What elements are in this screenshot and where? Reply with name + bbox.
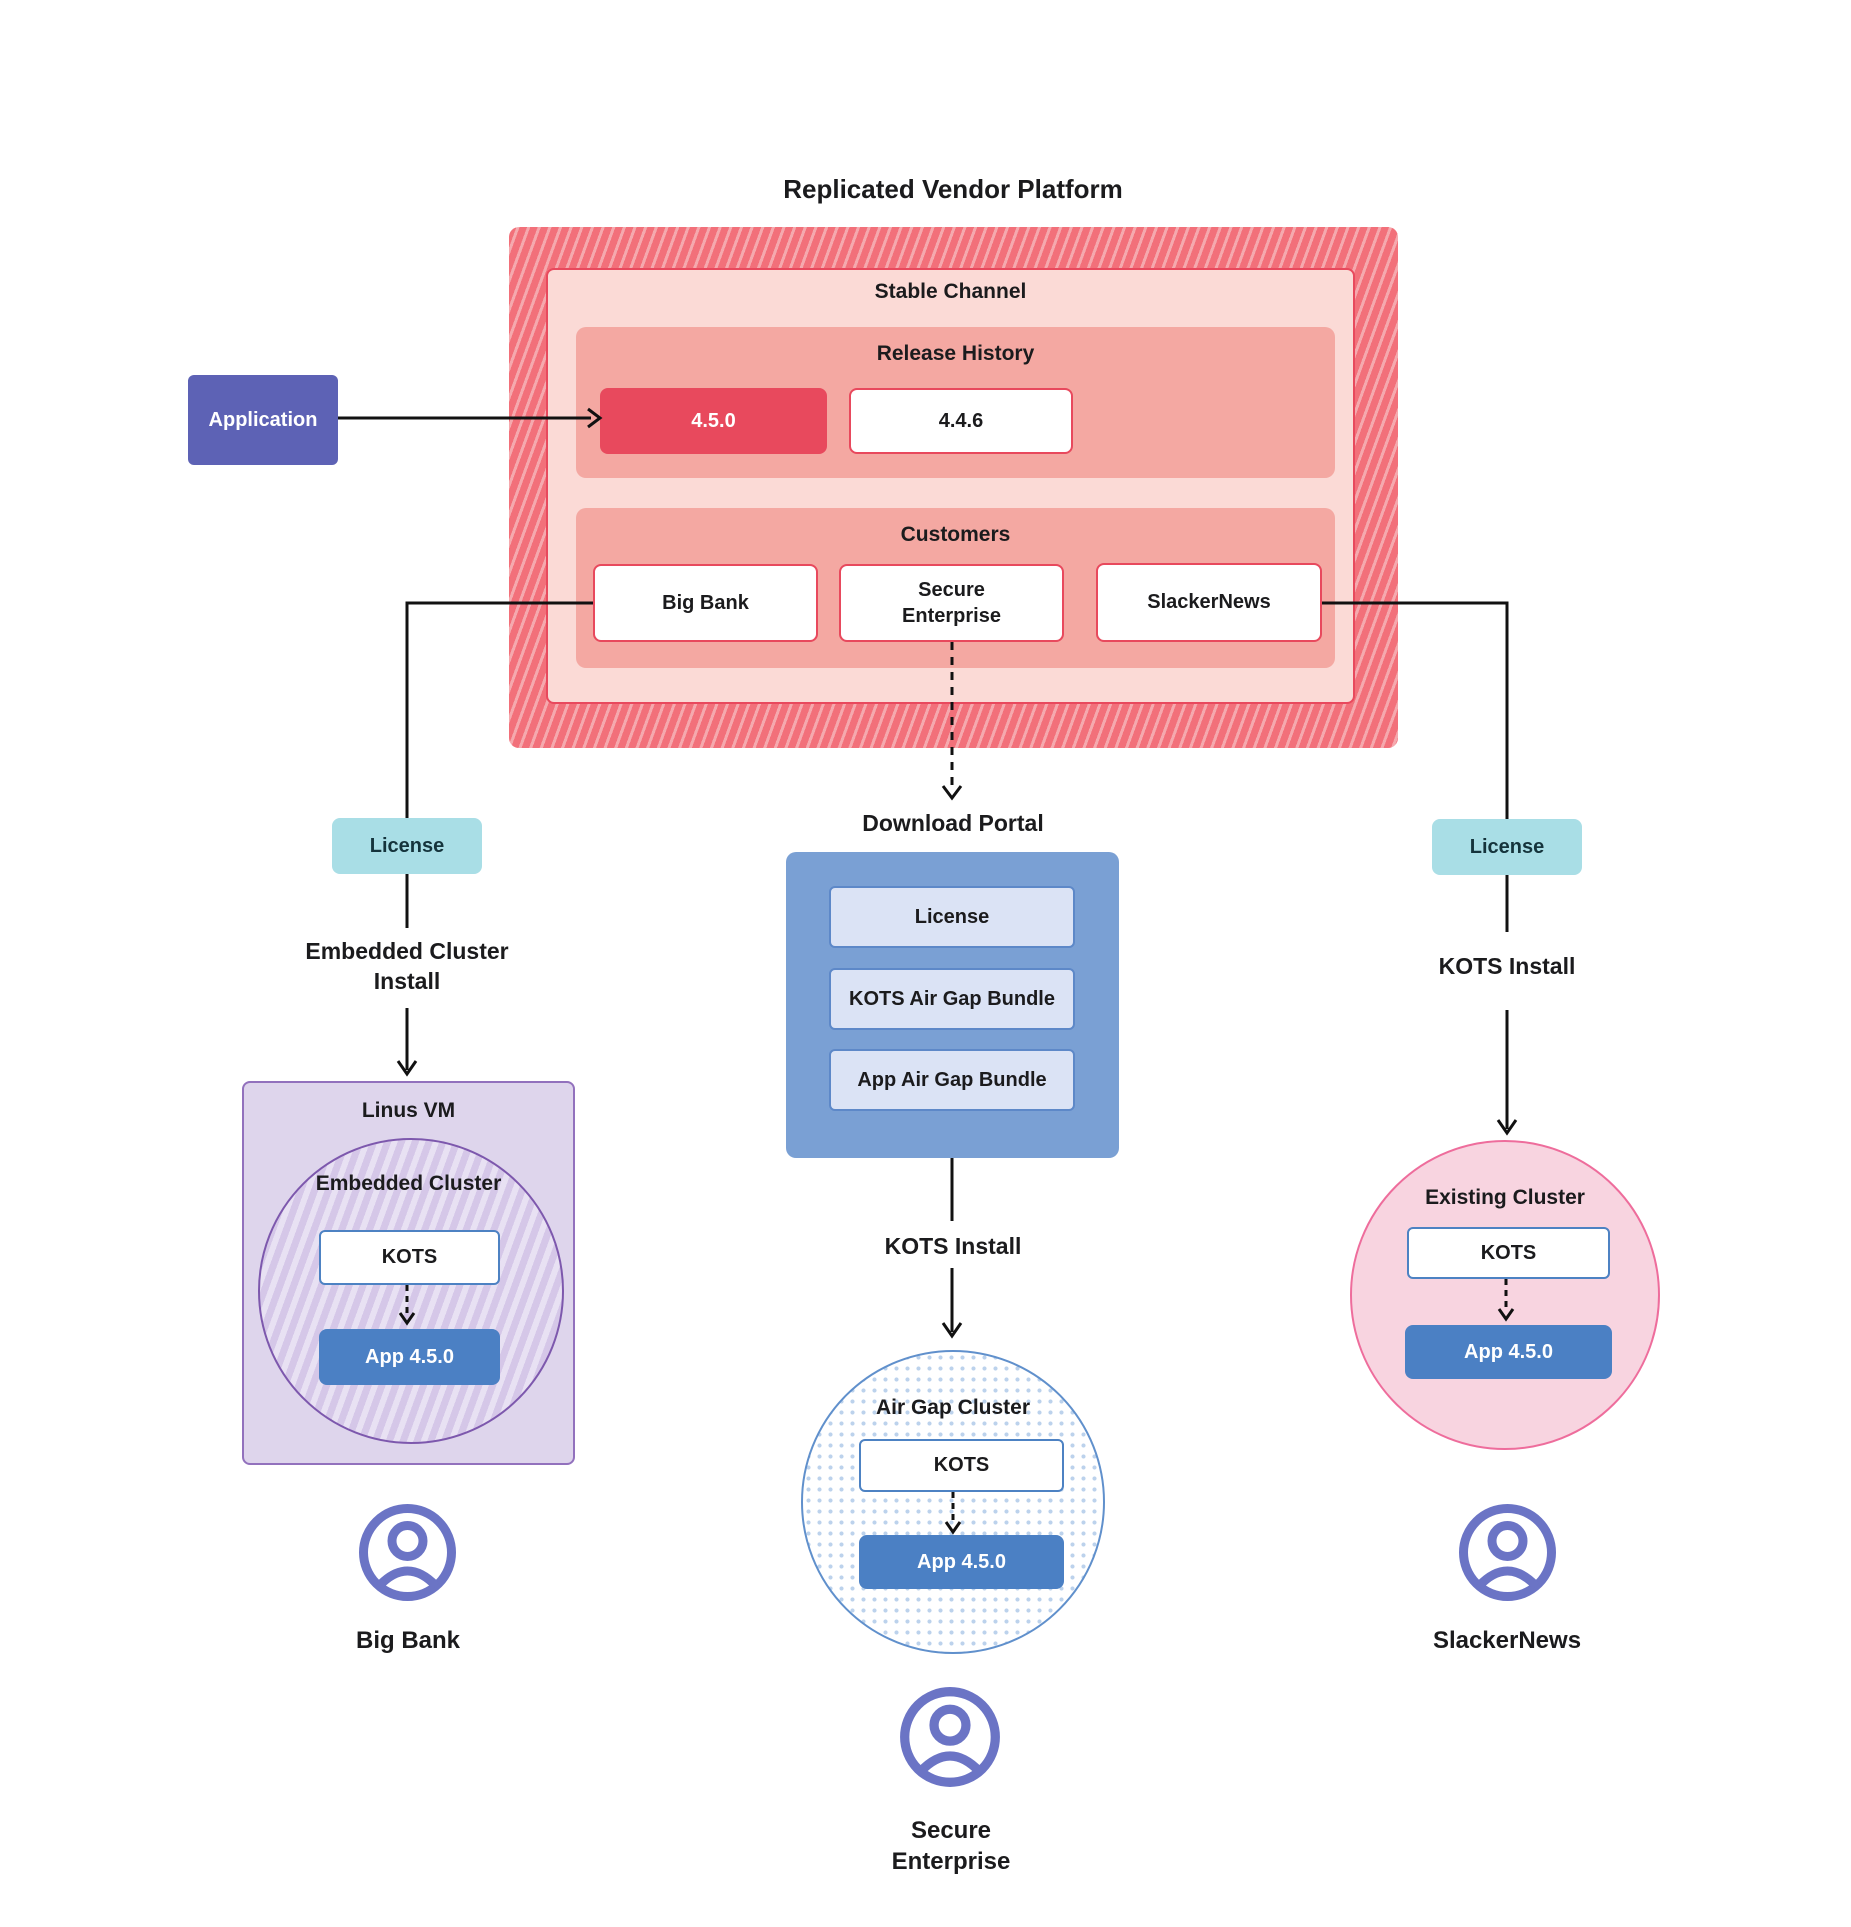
embedded-cluster-circle — [258, 1138, 564, 1444]
embedded-cluster-label: Embedded Cluster — [315, 1172, 502, 1195]
air-gap-app-label: App 4.5.0 — [917, 1550, 1006, 1573]
release-chip-current: 4.5.0 — [600, 388, 827, 454]
customer-slackernews-label: SlackerNews — [1147, 591, 1271, 613]
portal-item-license: License — [829, 886, 1075, 948]
license-right-label: License — [1469, 835, 1545, 858]
release-history-label: Release History — [876, 342, 1035, 365]
embedded-cluster-install-label: Embedded Cluster Install — [305, 938, 509, 994]
big-bank-user-icon — [357, 1502, 458, 1608]
embedded-kots-box: KOTS — [319, 1230, 500, 1285]
kots-install-center-label: KOTS Install — [884, 1233, 1022, 1259]
release-chip-previous: 4.4.6 — [849, 388, 1073, 454]
existing-app-box: App 4.5.0 — [1405, 1325, 1612, 1379]
application-box: Application — [188, 375, 338, 465]
diagram-title: Replicated Vendor Platform — [783, 174, 1123, 204]
linus-vm-label: Linus VM — [361, 1099, 456, 1122]
kots-install-right-label: KOTS Install — [1438, 953, 1576, 979]
big-bank-user-label: Big Bank — [355, 1627, 460, 1654]
secure-enterprise-user-icon — [898, 1685, 1002, 1794]
release-previous-version: 4.4.6 — [938, 409, 984, 432]
stable-channel-label: Stable Channel — [874, 280, 1027, 303]
customers-panel: Customers Big Bank Secure Enterprise Sla… — [576, 508, 1335, 668]
embedded-kots-label: KOTS — [381, 1246, 438, 1268]
linus-vm-box: Linus VM Embedded Cluster KOTS App 4.5.0 — [242, 1081, 575, 1465]
air-gap-app-box: App 4.5.0 — [859, 1535, 1064, 1589]
customers-label: Customers — [900, 523, 1011, 546]
embedded-app-box: App 4.5.0 — [319, 1329, 500, 1385]
portal-item-kots-bundle-label: KOTS Air Gap Bundle — [849, 987, 1055, 1010]
download-portal-box: License KOTS Air Gap Bundle App Air Gap … — [786, 852, 1119, 1158]
portal-item-kots-bundle: KOTS Air Gap Bundle — [829, 968, 1075, 1030]
license-chip-right: License — [1432, 819, 1582, 875]
arrowhead-embedded-install-vm — [396, 1060, 418, 1077]
embedded-app-label: App 4.5.0 — [365, 1345, 454, 1368]
release-history-panel: Release History 4.5.0 4.4.6 — [576, 327, 1335, 478]
portal-item-app-bundle: App Air Gap Bundle — [829, 1049, 1075, 1111]
portal-item-app-bundle-label: App Air Gap Bundle — [857, 1068, 1047, 1091]
air-gap-cluster-label: Air Gap Cluster — [875, 1396, 1031, 1419]
customer-secure-enterprise-label: Secure Enterprise — [902, 579, 1001, 627]
vendor-platform-box: Stable Channel Release History 4.5.0 4.4… — [509, 227, 1398, 748]
license-chip-left: License — [332, 818, 482, 874]
portal-item-license-label: License — [914, 905, 990, 928]
customer-big-bank-label: Big Bank — [662, 591, 749, 614]
slackernews-user-icon — [1457, 1502, 1558, 1608]
secure-enterprise-user-label: Secure Enterprise — [891, 1817, 1011, 1875]
customer-slackernews: SlackerNews — [1096, 563, 1322, 642]
arrowhead-kots-install-existing — [1496, 1119, 1518, 1136]
stable-channel-box: Stable Channel Release History 4.5.0 4.4… — [546, 268, 1355, 704]
application-label: Application — [208, 408, 318, 431]
existing-kots-box: KOTS — [1407, 1227, 1610, 1279]
customer-big-bank: Big Bank — [593, 564, 818, 642]
arrowhead-kots-install-airgap — [941, 1322, 963, 1339]
air-gap-kots-box: KOTS — [859, 1439, 1064, 1492]
existing-cluster-label: Existing Cluster — [1425, 1186, 1585, 1209]
air-gap-cluster-circle: Air Gap Cluster KOTS App 4.5.0 — [801, 1350, 1105, 1654]
arrowhead-secure-portal — [941, 785, 963, 801]
download-portal-label: Download Portal — [862, 810, 1044, 836]
existing-app-label: App 4.5.0 — [1464, 1340, 1553, 1363]
existing-kots-label: KOTS — [1480, 1241, 1537, 1264]
release-current-version: 4.5.0 — [691, 409, 736, 432]
existing-cluster-circle: Existing Cluster KOTS App 4.5.0 — [1350, 1140, 1660, 1450]
license-left-label: License — [369, 834, 445, 857]
air-gap-kots-label: KOTS — [933, 1454, 990, 1476]
customer-secure-enterprise: Secure Enterprise — [839, 564, 1064, 642]
slackernews-user-label: SlackerNews — [1432, 1627, 1582, 1654]
